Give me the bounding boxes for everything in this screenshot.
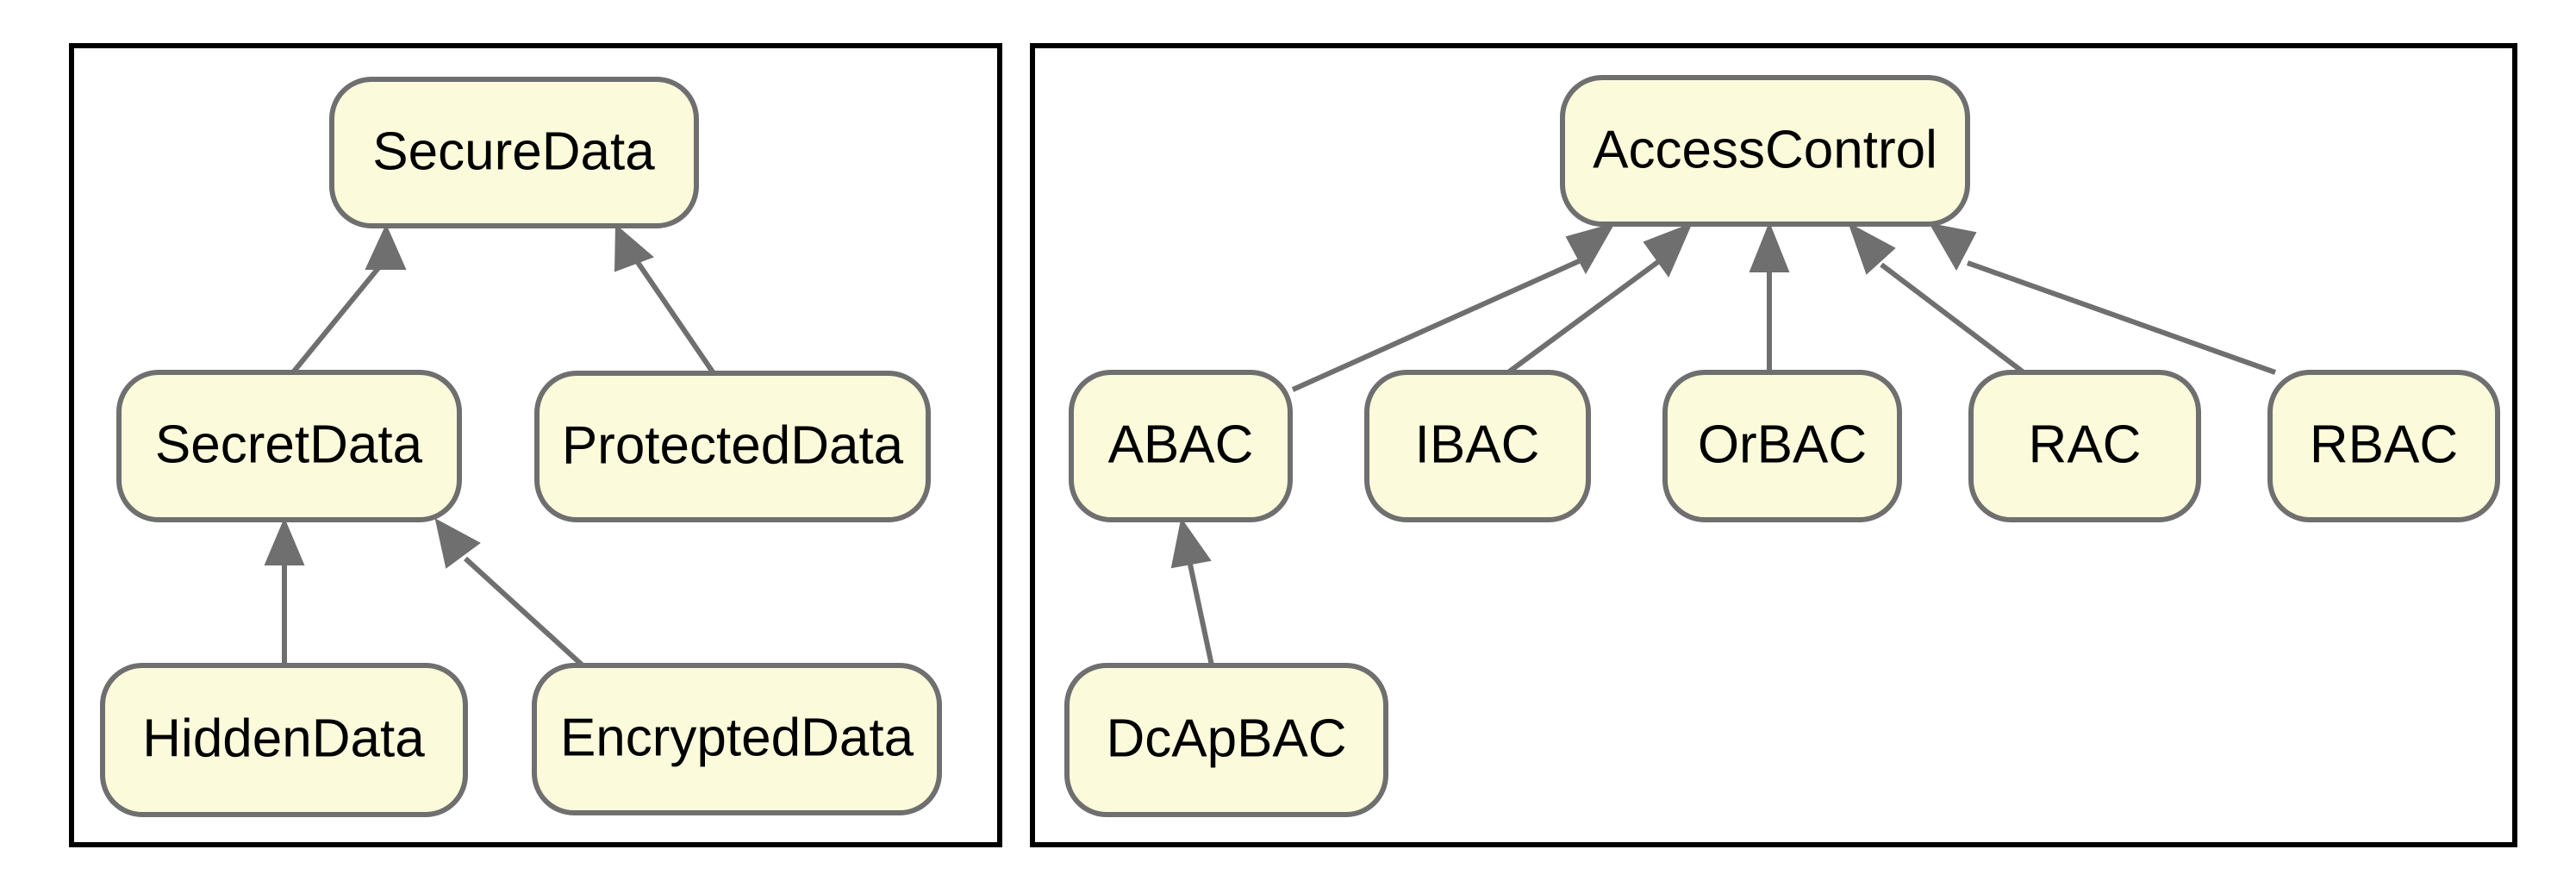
node-hiddendata-label: HiddenData	[142, 709, 425, 768]
node-rbac[interactable]: RBAC	[2267, 370, 2500, 522]
edge-protecteddata-to-securedata	[614, 223, 716, 375]
node-abac-label: ABAC	[1108, 415, 1254, 474]
edge-rbac-to-accesscontrol	[1929, 222, 2277, 375]
edge-hiddendata-to-secretdata	[264, 517, 305, 665]
node-ibac-label: IBAC	[1415, 415, 1540, 474]
edge-rac-to-accesscontrol	[1848, 222, 2025, 375]
node-dcapbac[interactable]: DcApBAC	[1064, 663, 1388, 817]
node-securedata[interactable]: SecureData	[329, 77, 699, 228]
node-hiddendata[interactable]: HiddenData	[100, 663, 468, 817]
edge-orbac-to-accesscontrol	[1749, 222, 1790, 372]
node-accesscontrol-label: AccessControl	[1593, 120, 1937, 179]
node-accesscontrol[interactable]: AccessControl	[1560, 75, 1970, 227]
node-orbac-label: OrBAC	[1698, 415, 1867, 474]
node-protecteddata[interactable]: ProtectedData	[534, 371, 931, 522]
node-encrypteddata[interactable]: EncryptedData	[532, 663, 942, 815]
node-orbac[interactable]: OrBAC	[1662, 370, 1902, 522]
node-securedata-label: SecureData	[372, 122, 655, 181]
node-abac[interactable]: ABAC	[1069, 370, 1293, 522]
node-encrypteddata-label: EncryptedData	[560, 708, 914, 767]
node-dcapbac-label: DcApBAC	[1106, 709, 1346, 768]
node-rbac-label: RBAC	[2310, 415, 2458, 474]
edge-encrypteddata-to-secretdata	[434, 518, 585, 668]
node-ibac[interactable]: IBAC	[1364, 370, 1591, 522]
node-secretdata-label: SecretData	[155, 415, 423, 474]
cluster-secure-data: SecureData SecretData ProtectedData Hidd…	[69, 43, 1002, 847]
edge-secretdata-to-securedata	[290, 223, 407, 374]
edge-abac-to-accesscontrol	[1291, 222, 1616, 392]
edge-ibac-to-accesscontrol	[1506, 222, 1693, 375]
edge-dcapbac-to-abac	[1170, 517, 1214, 666]
node-protecteddata-label: ProtectedData	[562, 415, 904, 475]
node-rac-label: RAC	[2029, 415, 2142, 474]
node-secretdata[interactable]: SecretData	[116, 370, 462, 522]
cluster-access-control: AccessControl ABAC IBAC OrBAC RAC RBAC	[1030, 43, 2517, 847]
node-rac[interactable]: RAC	[1968, 370, 2201, 522]
